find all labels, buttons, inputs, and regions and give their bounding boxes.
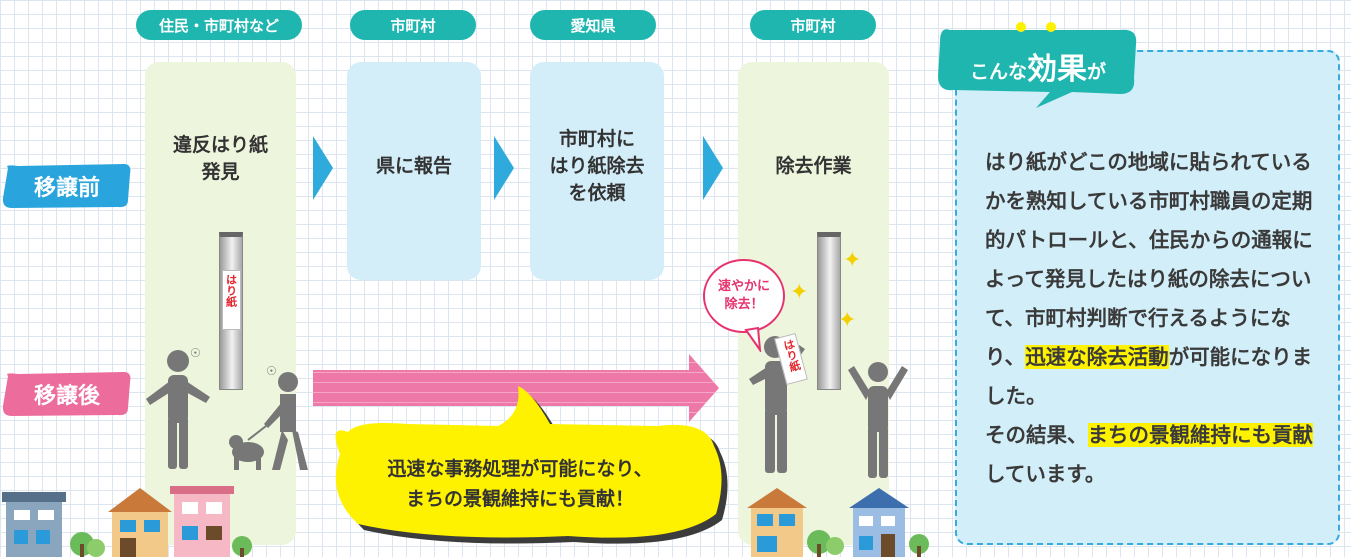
poster-pole-right <box>817 232 841 390</box>
effects-p1-highlight: 迅速な除去活動 <box>1025 345 1169 369</box>
header-municipality-1: 市町村 <box>350 10 476 40</box>
before-label-shape <box>2 164 131 208</box>
chevron-arrow-1 <box>313 136 333 200</box>
person-walking-dog-icon <box>229 372 308 470</box>
column-prefecture <box>530 62 664 280</box>
step-request: 市町村に はり紙除去 を依頼 <box>549 128 645 204</box>
step-report: 県に報告 <box>375 155 452 177</box>
effects-p2-end: しています。 <box>985 462 1106 486</box>
person-cheering-icon <box>848 362 908 478</box>
effects-title-bubble <box>938 29 1137 108</box>
effects-title-small-1: こんな <box>969 61 1027 83</box>
before-label: 移譲前 <box>33 176 100 201</box>
after-label: 移譲後 <box>33 384 100 409</box>
person-observer-icon <box>146 350 210 469</box>
poster-text-left: はり紙 <box>224 274 238 307</box>
column-municipality-report <box>347 62 481 280</box>
speech-quick-text: 速やかに 除去！ <box>717 279 770 312</box>
effects-title-small-2: が <box>1087 61 1107 83</box>
title-dot-2 <box>1046 22 1056 32</box>
sparkle-icon-3: ✦ <box>838 308 857 333</box>
step-discovery: 違反はり紙 発見 <box>172 134 268 183</box>
speech-quick-shape <box>703 259 785 352</box>
main-bubble-shape <box>335 386 728 544</box>
effects-description: はり紙がどこの地域に貼られているかを熟知している市町村職員の定期的パトロールと、… <box>985 143 1330 494</box>
houses-left-icon <box>2 486 252 557</box>
effects-p1: はり紙がどこの地域に貼られているかを熟知している市町村職員の定期的パトロールと、… <box>985 150 1313 369</box>
effects-p2-highlight: まちの景観維持にも貢献 <box>1087 423 1313 447</box>
chevron-arrow-3 <box>703 136 723 200</box>
effects-title: こんな 効果 が <box>938 28 1138 94</box>
effects-title-big: 効果 <box>1027 52 1087 87</box>
poster-paper-left <box>222 270 241 330</box>
effects-panel <box>955 50 1340 545</box>
effects-p2: その結果、 <box>985 423 1088 447</box>
step-removal: 除去作業 <box>775 155 852 177</box>
sparkle-icon-2: ✦ <box>790 280 809 305</box>
header-residents: 住民・市町村など <box>136 10 302 40</box>
effects-p1-end: が可能になりました。 <box>985 345 1313 408</box>
after-label-shape <box>2 372 131 416</box>
header-prefecture: 愛知県 <box>530 10 656 40</box>
thought-mark-left-icon: ☉ <box>190 346 201 360</box>
sparkle-icon-1: ✦ <box>843 248 862 273</box>
main-bubble-text: 迅速な事務処理が可能になり、 まちの景観維持にも貢献！ <box>387 458 653 510</box>
pink-process-arrow <box>313 354 719 422</box>
title-dot-1 <box>1016 22 1026 32</box>
houses-right-icon <box>747 488 929 557</box>
header-municipality-2: 市町村 <box>750 10 876 40</box>
person-removing-icon <box>749 336 805 473</box>
chevron-arrow-2 <box>494 136 514 200</box>
thought-mark-right-icon: ☉ <box>266 364 277 378</box>
